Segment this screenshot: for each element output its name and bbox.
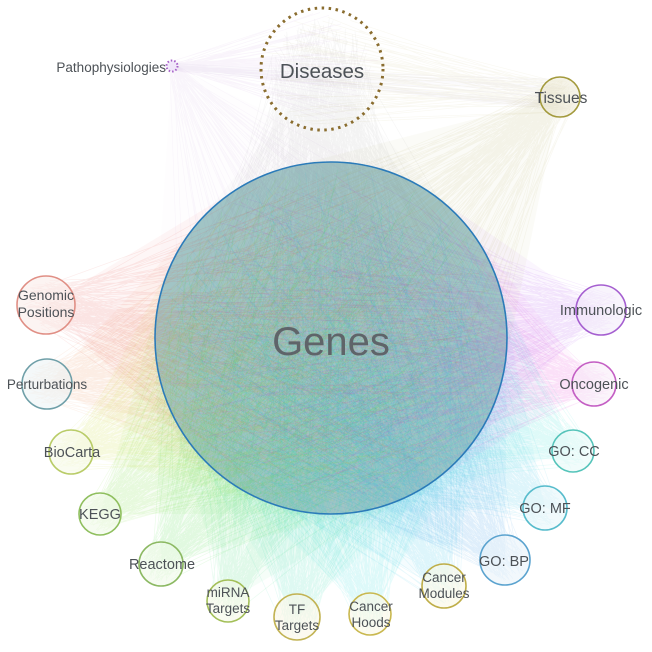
node-label-go-bp: GO: BP [479,554,529,570]
node-label-biocarta: BioCarta [44,445,101,461]
node-go-mf[interactable]: GO: MF [519,485,571,531]
genes-label: Genes [272,320,390,364]
edge-fan-layer [23,12,622,637]
node-biocarta[interactable]: BioCarta [44,429,101,475]
node-pathophysiologies[interactable]: Pathophysiologies [56,59,179,75]
node-label-tissues: Tissues [535,90,588,107]
node-perturbations[interactable]: Perturbations [7,358,88,410]
node-label-perturbations: Perturbations [7,377,88,392]
node-label-oncogenic: Oncogenic [559,377,628,393]
node-label-go-cc: GO: CC [548,444,600,460]
node-immunologic[interactable]: Immunologic [560,284,642,336]
node-label-kegg: KEGG [79,507,121,523]
node-label-pathophysiologies: Pathophysiologies [56,60,166,75]
node-tissues[interactable]: Tissues [535,76,588,118]
node-kegg[interactable]: KEGG [78,492,122,536]
node-label-go-mf: GO: MF [519,501,571,517]
node-label-diseases: Diseases [280,60,364,83]
node-label-immunologic: Immunologic [560,303,642,319]
genes-node[interactable] [154,161,508,515]
genes-circle-fill [155,162,507,514]
node-label-reactome: Reactome [129,557,195,573]
node-go-bp[interactable]: GO: BP [479,534,531,586]
node-reactome[interactable]: Reactome [129,541,195,587]
node-oncogenic[interactable]: Oncogenic [559,361,629,407]
node-go-cc[interactable]: GO: CC [548,429,600,473]
node-diseases[interactable]: Diseases [259,6,385,132]
